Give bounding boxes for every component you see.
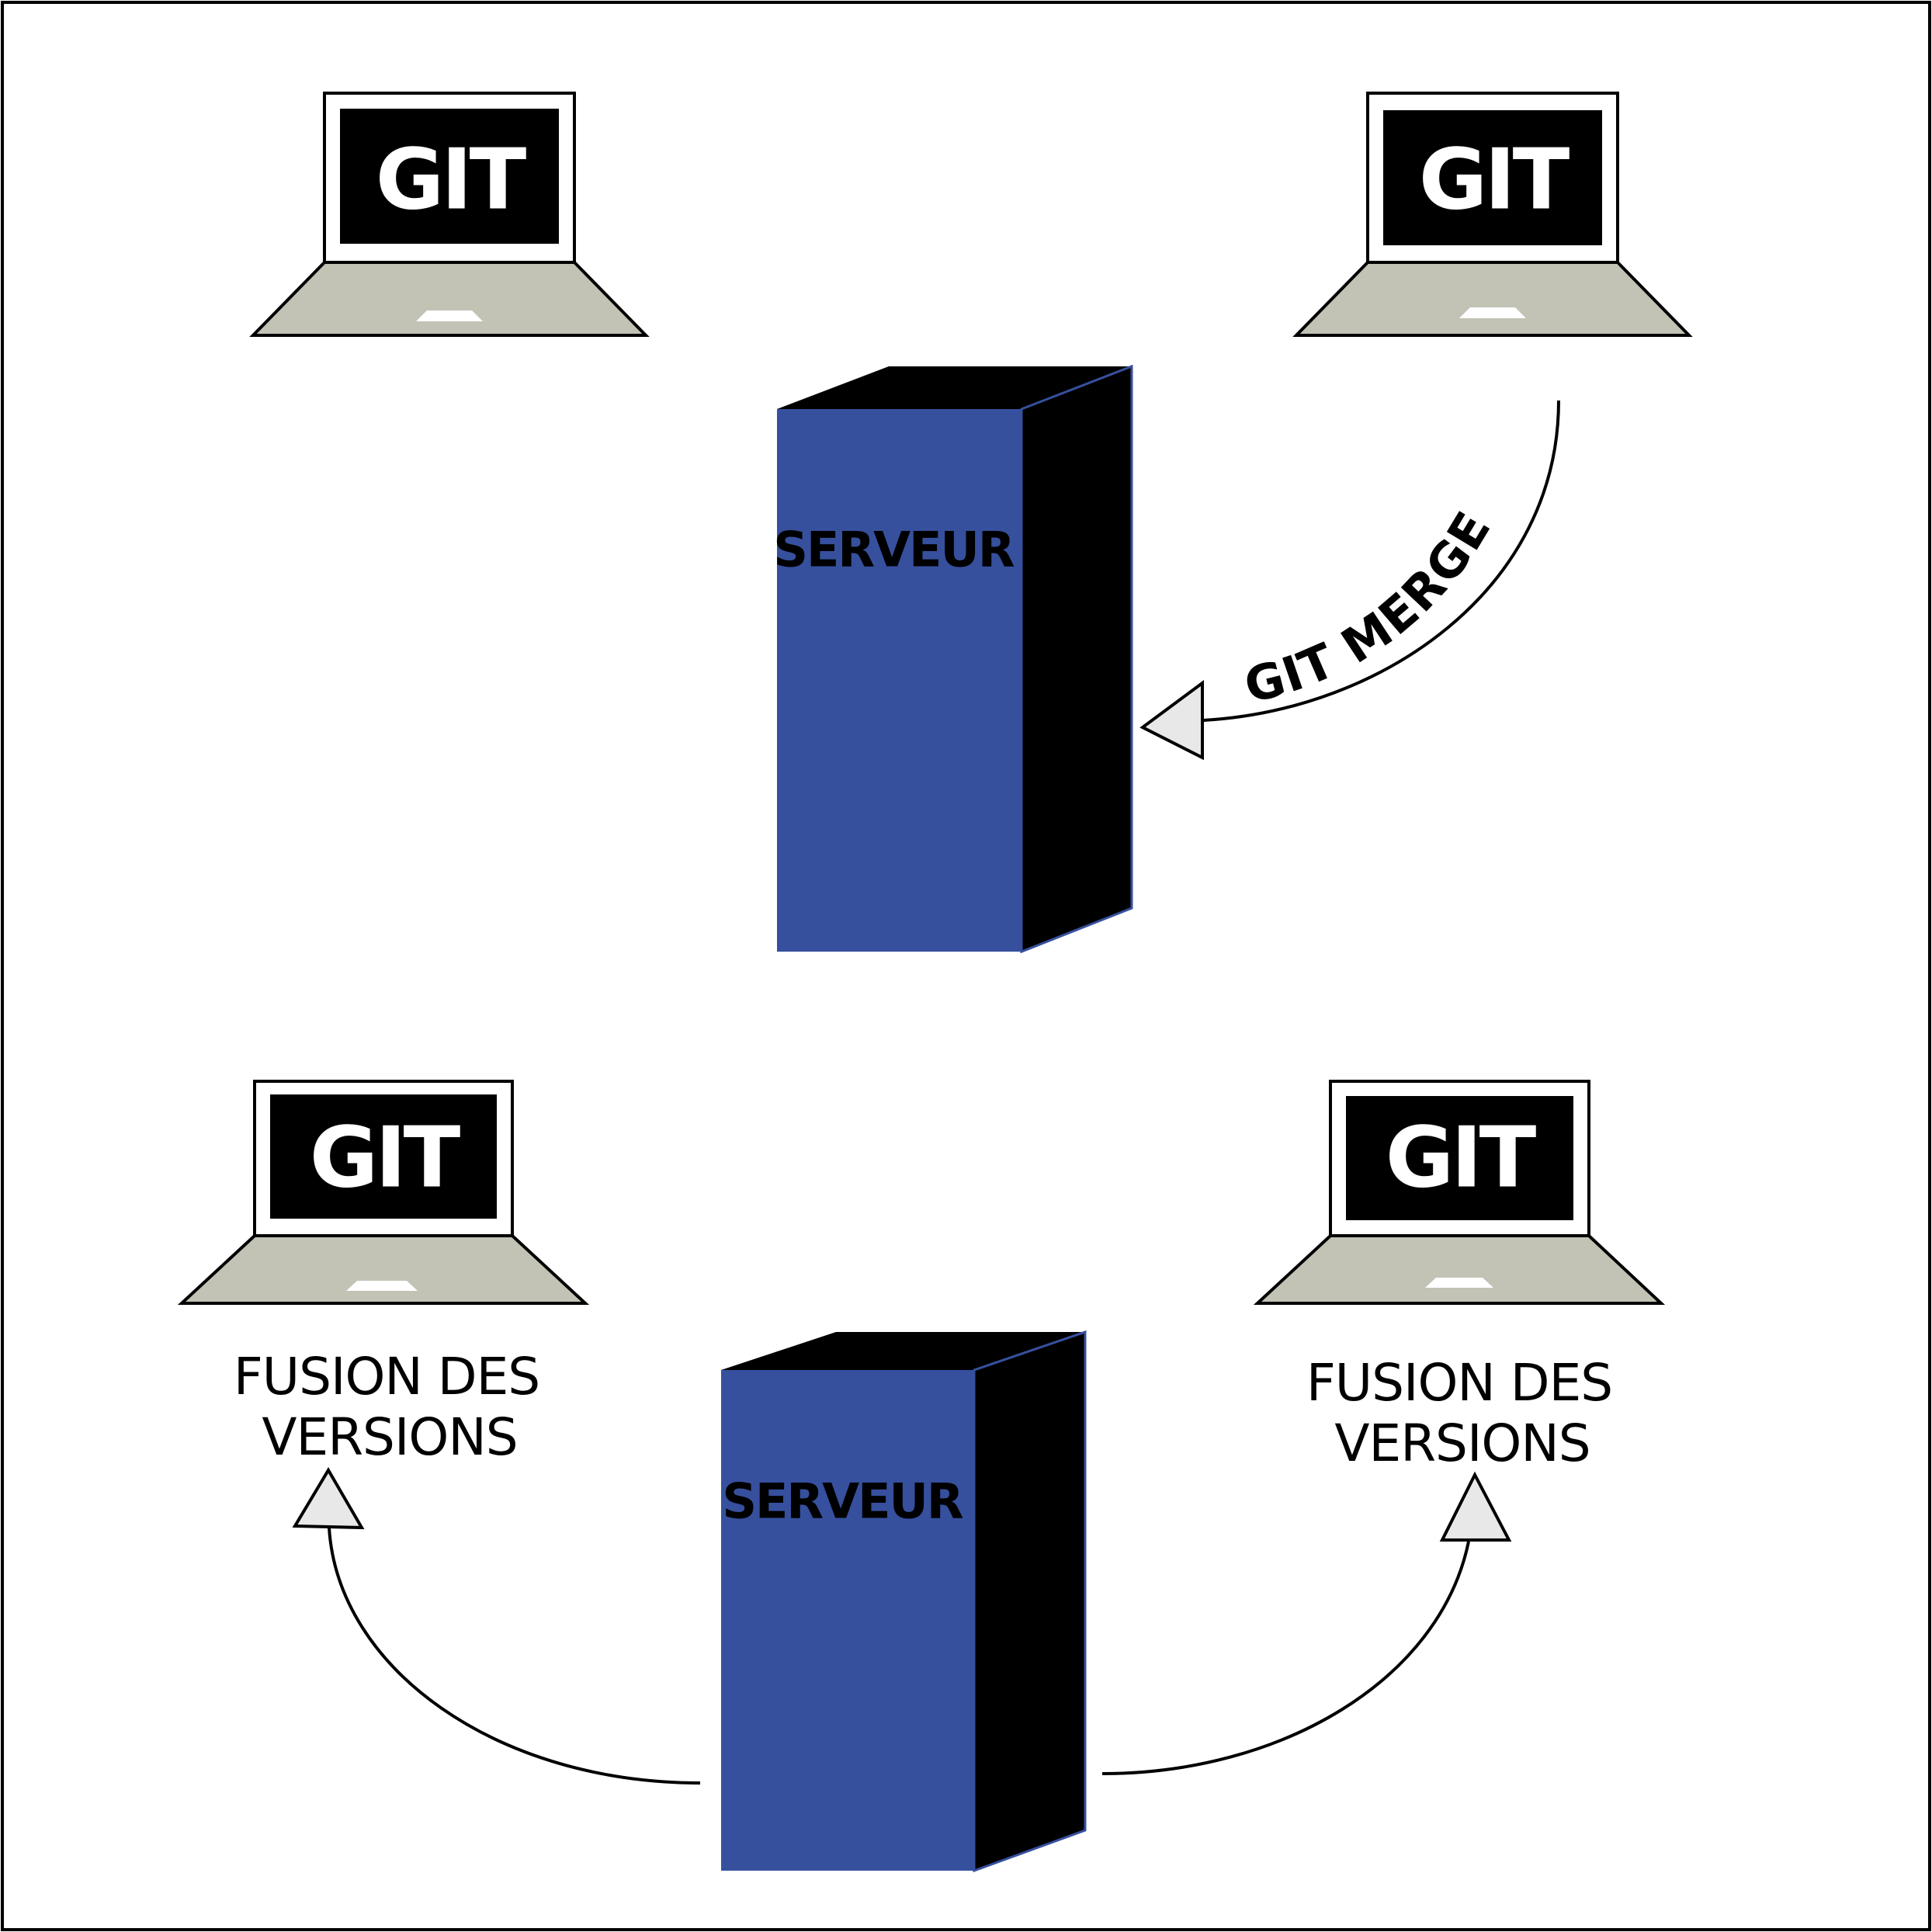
fusion-label-line2: VERSIONS [1334, 1413, 1590, 1473]
laptop-screen-label: GIT [376, 132, 527, 229]
fusion-label-line1: FUSION DES [234, 1347, 539, 1407]
server-bottom: SERVEUR [721, 1330, 1087, 1873]
laptop-keyboard-base [177, 1234, 590, 1305]
laptop-screen [1383, 110, 1602, 245]
laptop-screen-label: GIT [310, 1110, 461, 1207]
server-label: SERVEUR [773, 522, 1014, 578]
laptop-touchpad [346, 1281, 418, 1291]
fusion-label-line2: VERSIONS [262, 1407, 517, 1467]
fusion-label-right: FUSION DES VERSIONS [1306, 1353, 1613, 1473]
fusion-arrow-left [292, 1467, 701, 1785]
laptop-top-right: GIT [1292, 92, 1693, 337]
laptop-screen [270, 1094, 497, 1219]
server-side-face [1020, 364, 1133, 954]
fusion-arrow-head [292, 1467, 365, 1530]
fusion-arrow-curve [1101, 1541, 1470, 1775]
server-front-face [777, 409, 1021, 952]
laptop-keyboard-base [1253, 1234, 1666, 1305]
server-top-face [721, 1332, 1085, 1370]
fusion-arrow-right [1101, 1471, 1512, 1775]
merge-arrow-curve [1202, 400, 1560, 722]
server-front-face [721, 1370, 974, 1871]
server-top: SERVEUR [773, 364, 1133, 954]
laptop-screen [1346, 1096, 1573, 1220]
fusion-label-line1: FUSION DES [1306, 1353, 1612, 1413]
laptop-screen-label: GIT [1386, 1110, 1537, 1207]
fusion-arrow-curve [328, 1527, 701, 1785]
laptop-keyboard-base [1292, 261, 1693, 337]
laptop-bottom-right: GIT [1253, 1080, 1666, 1305]
fusion-label-left: FUSION DES VERSIONS [234, 1347, 540, 1467]
laptop-bottom-left: GIT [177, 1080, 590, 1305]
server-side-face [973, 1330, 1087, 1873]
fusion-arrow-head [1439, 1471, 1512, 1542]
merge-arrow-head [1139, 680, 1204, 761]
laptop-top-left: GIT [249, 92, 650, 337]
laptop-touchpad [416, 310, 483, 321]
server-top-face [777, 366, 1132, 409]
laptop-touchpad [1459, 307, 1526, 318]
laptop-touchpad [1425, 1278, 1493, 1288]
laptop-screen [340, 109, 559, 244]
laptop-keyboard-base [249, 261, 650, 337]
laptop-screen-label: GIT [1419, 132, 1570, 229]
server-label: SERVEUR [722, 1473, 963, 1530]
